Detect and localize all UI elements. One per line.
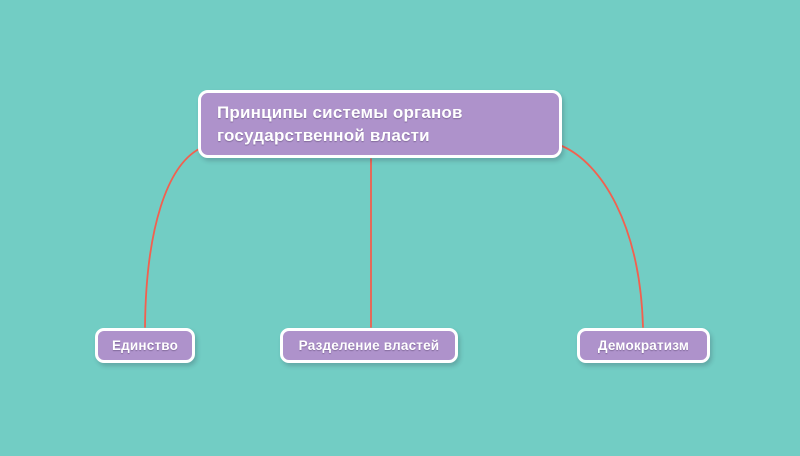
connector-root-to-demokratizm <box>561 145 644 328</box>
child-node-label: Единство <box>111 337 179 353</box>
child-node-demokratizm[interactable]: Демократизм <box>577 328 710 363</box>
child-node-label: Демократизм <box>597 337 690 353</box>
child-node-edinstvo[interactable]: Единство <box>95 328 195 363</box>
root-node-label: Принципы системы органов государственной… <box>217 103 463 145</box>
root-node[interactable]: Принципы системы органов государственной… <box>198 90 562 158</box>
connector-root-to-edinstvo <box>144 148 200 328</box>
child-node-label: Разделение властей <box>298 337 440 353</box>
child-node-razdelenie-vlastey[interactable]: Разделение властей <box>280 328 458 363</box>
